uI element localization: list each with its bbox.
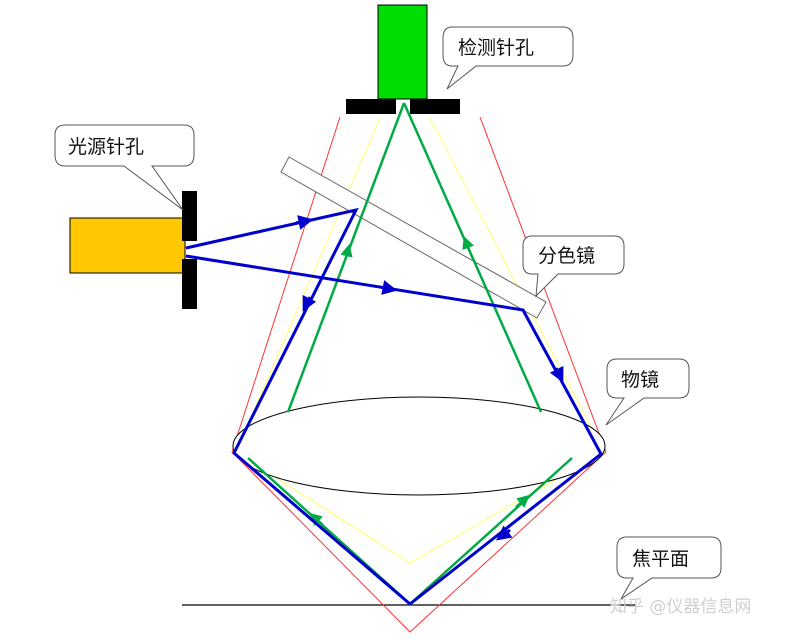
callout-source-pinhole: 光源针孔	[54, 124, 195, 211]
blue-arrow-lower	[379, 280, 398, 295]
red-outer-ray	[231, 116, 607, 633]
objective-lens	[232, 396, 606, 496]
callout-focal-plane: 焦平面	[616, 536, 722, 600]
source-pinhole-top	[182, 191, 197, 241]
callout-objective: 物镜	[605, 358, 690, 426]
green-arrow-lower-left	[309, 512, 324, 526]
blue-excitation-ray-upper	[185, 207, 411, 606]
green-arrow-lower-right	[515, 494, 530, 508]
detector-pinhole-left	[346, 99, 396, 114]
callout-dichroic-mirror: 分色镜	[522, 235, 625, 298]
label-objective: 物镜	[621, 369, 659, 391]
label-source-pinhole: 光源针孔	[68, 136, 144, 158]
label-detector-pinhole: 检测针孔	[458, 37, 534, 59]
blue-arrow-upper	[295, 215, 314, 230]
label-dichroic-mirror: 分色镜	[538, 245, 595, 267]
source-block	[69, 217, 186, 274]
green-emission-ray-right	[402, 102, 543, 413]
dichroic-mirror	[280, 156, 547, 319]
detector-pinhole-right	[410, 99, 460, 114]
label-focal-plane: 焦平面	[632, 548, 689, 570]
blue-arrow-left-down	[302, 294, 317, 312]
green-arrow-left	[340, 243, 353, 259]
source-pinhole-bottom	[182, 259, 197, 309]
green-arrow-right	[462, 236, 475, 251]
callout-detector-pinhole: 检测针孔	[442, 26, 574, 90]
yellow-inner-ray	[235, 117, 605, 564]
watermark: 知乎 @仪器信息网	[610, 597, 751, 617]
blue-arrow-right-down	[549, 365, 564, 383]
detector-block	[377, 4, 428, 100]
blue-arrow-lower-right	[496, 525, 513, 541]
